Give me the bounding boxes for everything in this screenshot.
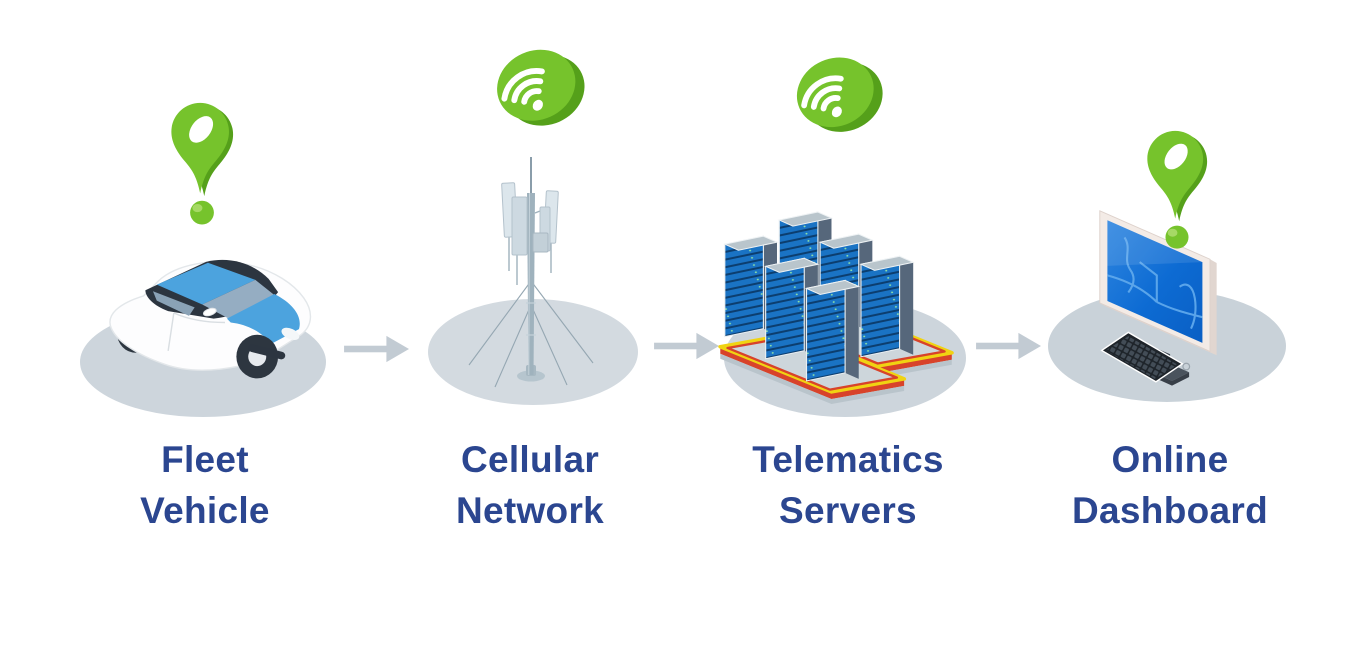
stage-label-online-dashboard: Online Dashboard <box>1072 439 1268 532</box>
wireless-signal-icon <box>789 39 887 149</box>
car-windshield <box>202 279 275 319</box>
car-headlight <box>281 327 300 340</box>
desktop-dashboard-illustration <box>1099 210 1217 386</box>
car-roof <box>156 262 256 305</box>
tower-equipment-box <box>532 232 549 253</box>
flow-arrow-3 <box>976 332 1041 360</box>
monitor-screen-map <box>1107 220 1203 343</box>
tower-mast <box>527 193 535 375</box>
car-mirror <box>202 307 217 317</box>
flow-arrow-1 <box>344 335 409 363</box>
server-rack <box>805 279 860 382</box>
car-grille <box>248 344 286 360</box>
keyboard <box>1100 331 1191 383</box>
tower-guy-wires <box>468 280 594 388</box>
server-rack <box>860 255 914 358</box>
keyboard-cable-loop <box>1182 362 1191 371</box>
tower-feed-cables <box>508 237 552 285</box>
flow-arrow-2 <box>654 332 719 360</box>
stage-label-telematics-servers: Telematics Servers <box>752 439 944 532</box>
location-pin-icon <box>171 102 234 225</box>
stage-label-fleet-vehicle: Fleet Vehicle <box>140 439 270 532</box>
stage-label-cellular-network: Cellular Network <box>455 439 605 532</box>
map-roads <box>1107 236 1203 330</box>
wireless-signal-icon <box>489 31 589 143</box>
cell-tower-illustration <box>468 157 594 388</box>
server-racks-illustration <box>718 211 954 405</box>
location-pin-icon <box>1147 130 1208 249</box>
fleet-car-illustration <box>109 259 312 379</box>
car-side-window <box>152 291 195 316</box>
